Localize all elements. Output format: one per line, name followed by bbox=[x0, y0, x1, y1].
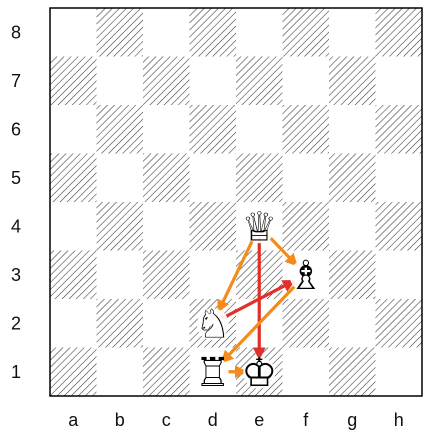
square-h4 bbox=[376, 202, 423, 251]
square-h7 bbox=[376, 57, 423, 106]
white-bishop-icon: ♗ bbox=[288, 253, 324, 299]
square-d8 bbox=[190, 8, 237, 57]
square-f7 bbox=[283, 57, 330, 106]
square-a4 bbox=[50, 202, 97, 251]
square-f6 bbox=[283, 105, 330, 154]
file-label: e bbox=[254, 410, 264, 430]
square-a5 bbox=[50, 154, 97, 203]
square-f4 bbox=[283, 202, 330, 251]
square-f1 bbox=[283, 348, 330, 397]
square-d4 bbox=[190, 202, 237, 251]
square-b5 bbox=[97, 154, 144, 203]
file-label: g bbox=[347, 410, 357, 430]
square-g7 bbox=[329, 57, 376, 106]
square-c8 bbox=[143, 8, 190, 57]
square-d5 bbox=[190, 154, 237, 203]
square-e7 bbox=[236, 57, 283, 106]
square-h5 bbox=[376, 154, 423, 203]
square-h8 bbox=[376, 8, 423, 57]
square-b4 bbox=[97, 202, 144, 251]
square-a7 bbox=[50, 57, 97, 106]
square-g6 bbox=[329, 105, 376, 154]
square-a1 bbox=[50, 348, 97, 397]
rank-label: 8 bbox=[11, 22, 21, 42]
rank-label: 6 bbox=[11, 119, 21, 139]
square-c7 bbox=[143, 57, 190, 106]
square-g3 bbox=[329, 251, 376, 300]
square-f8 bbox=[283, 8, 330, 57]
square-f5 bbox=[283, 154, 330, 203]
white-rook-icon: ♖ bbox=[195, 350, 231, 396]
square-b7 bbox=[97, 57, 144, 106]
square-b3 bbox=[97, 251, 144, 300]
square-g8 bbox=[329, 8, 376, 57]
board-squares bbox=[50, 8, 422, 396]
file-label: b bbox=[115, 410, 125, 430]
square-b1 bbox=[97, 348, 144, 397]
square-c3 bbox=[143, 251, 190, 300]
white-king-icon: ♔ bbox=[241, 350, 277, 396]
square-c5 bbox=[143, 154, 190, 203]
rank-labels: 8 7 6 5 4 3 2 1 bbox=[11, 22, 21, 382]
square-a6 bbox=[50, 105, 97, 154]
file-label: a bbox=[68, 410, 79, 430]
square-g2 bbox=[329, 299, 376, 348]
rank-label: 7 bbox=[11, 71, 21, 91]
square-h6 bbox=[376, 105, 423, 154]
square-h1 bbox=[376, 348, 423, 397]
file-label: d bbox=[208, 410, 218, 430]
square-g1 bbox=[329, 348, 376, 397]
white-queen-icon: ♕ bbox=[241, 204, 277, 250]
square-g4 bbox=[329, 202, 376, 251]
square-a3 bbox=[50, 251, 97, 300]
rank-label: 3 bbox=[11, 265, 21, 285]
white-knight-icon: ♘ bbox=[195, 301, 231, 347]
square-f2 bbox=[283, 299, 330, 348]
square-c4 bbox=[143, 202, 190, 251]
square-b6 bbox=[97, 105, 144, 154]
square-a8 bbox=[50, 8, 97, 57]
square-g5 bbox=[329, 154, 376, 203]
file-labels: a b c d e f g h bbox=[68, 410, 404, 430]
square-e8 bbox=[236, 8, 283, 57]
square-e6 bbox=[236, 105, 283, 154]
square-c2 bbox=[143, 299, 190, 348]
square-d6 bbox=[190, 105, 237, 154]
square-h3 bbox=[376, 251, 423, 300]
rank-label: 2 bbox=[11, 313, 21, 333]
rank-label: 1 bbox=[11, 362, 21, 382]
rank-label: 5 bbox=[11, 168, 21, 188]
file-label: c bbox=[162, 410, 171, 430]
file-label: f bbox=[303, 410, 309, 430]
square-e5 bbox=[236, 154, 283, 203]
square-h2 bbox=[376, 299, 423, 348]
square-d7 bbox=[190, 57, 237, 106]
file-label: h bbox=[394, 410, 404, 430]
square-b8 bbox=[97, 8, 144, 57]
rank-label: 4 bbox=[11, 216, 21, 236]
square-c1 bbox=[143, 348, 190, 397]
square-c6 bbox=[143, 105, 190, 154]
square-a2 bbox=[50, 299, 97, 348]
square-b2 bbox=[97, 299, 144, 348]
